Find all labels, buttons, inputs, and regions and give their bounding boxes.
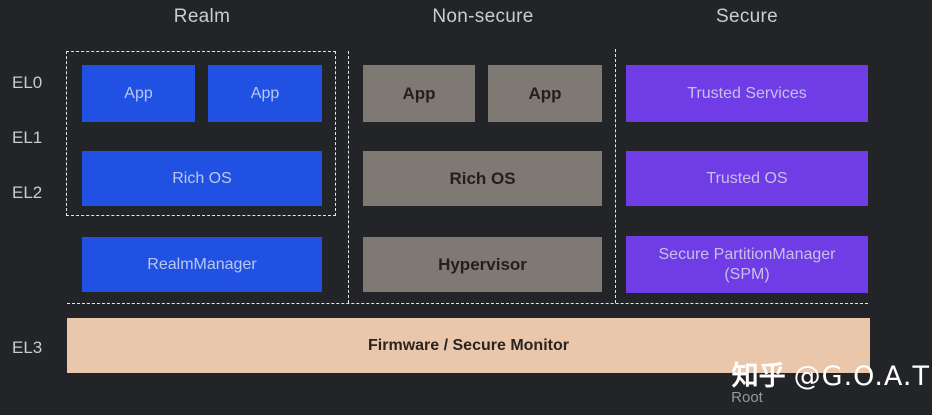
spm-box-line2: (SPM): [724, 265, 770, 283]
trusted-os-box: Trusted OS: [626, 151, 868, 206]
realm-nonsecure-divider: [348, 51, 349, 303]
realm-app-box-1: App: [82, 65, 195, 122]
trusted-services-box: Trusted Services: [626, 65, 868, 122]
root-label: Root: [731, 389, 763, 406]
realm-app-box-2: App: [208, 65, 322, 122]
firmware-secure-monitor-bar: Firmware / Secure Monitor: [67, 318, 870, 373]
nonsecure-secure-divider: [615, 49, 616, 303]
realm-rich-os-box: Rich OS: [82, 151, 322, 206]
el-label-el1: EL1: [12, 128, 43, 147]
el3-divider: [67, 303, 868, 304]
spm-box: Secure PartitionManager (SPM): [626, 236, 868, 293]
nonsecure-rich-os-box: Rich OS: [363, 151, 602, 206]
el-label-el2: EL2: [12, 183, 43, 202]
spm-box-line1: Secure PartitionManager: [658, 245, 836, 263]
hypervisor-box: Hypervisor: [363, 237, 602, 292]
el-label-el3: EL3: [12, 338, 43, 357]
zhihu-watermark-brand: 知乎: [731, 361, 786, 392]
column-title-realm: Realm: [173, 6, 231, 27]
nonsecure-app-box-1: App: [363, 65, 475, 122]
el-label-el0: EL0: [12, 73, 43, 92]
zhihu-watermark: 知乎@G.O.A.T: [732, 354, 930, 393]
realm-manager-box: RealmManager: [82, 237, 322, 292]
zhihu-watermark-handle: @G.O.A.T: [793, 361, 930, 392]
realm-dashed-outline: [66, 51, 336, 216]
column-title-secure: Secure: [715, 6, 778, 27]
column-title-non-secure: Non-secure: [432, 6, 534, 27]
nonsecure-app-box-2: App: [488, 65, 602, 122]
